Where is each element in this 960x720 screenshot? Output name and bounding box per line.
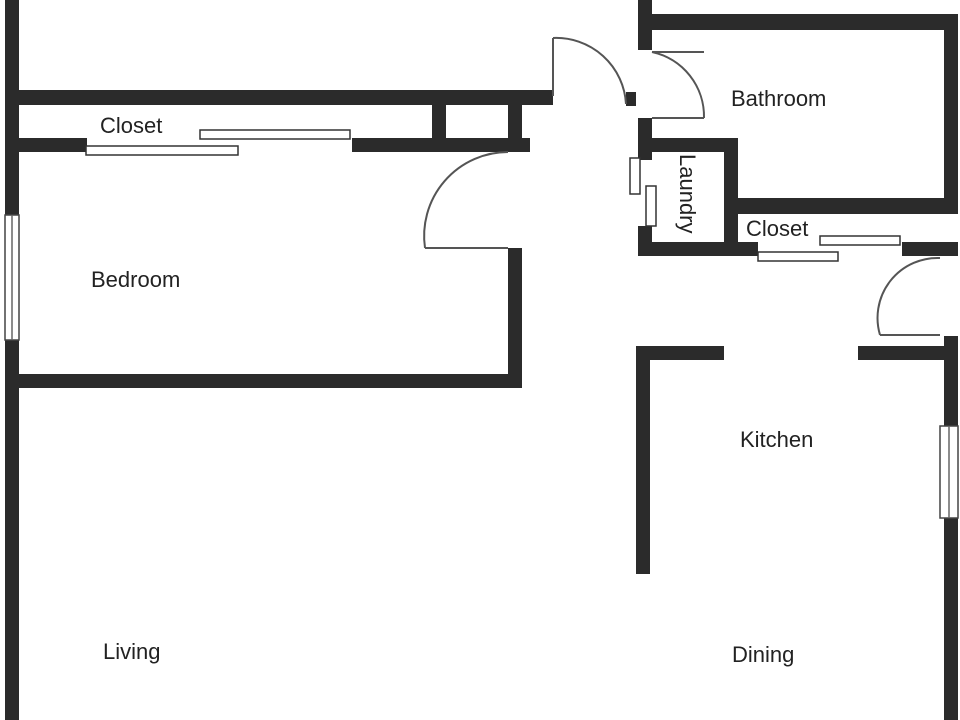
- wall-kitchen-top-left: [636, 346, 724, 360]
- door-laundry: [629, 157, 657, 227]
- window-bedroom: [4, 214, 20, 341]
- door-bedroom: [423, 151, 509, 249]
- wall-hall-closet-right: [902, 242, 958, 256]
- windows: [4, 214, 959, 519]
- wall-laundry-right: [724, 138, 738, 256]
- doors: [85, 36, 941, 336]
- label-dining: Dining: [732, 642, 794, 667]
- window-kitchen: [939, 425, 959, 519]
- wall-right-exterior-bottom: [944, 518, 958, 720]
- door-bedroom-closet: [85, 129, 351, 156]
- wall-laundry-left-top: [638, 138, 652, 160]
- room-labels: Closet Bathroom Laundry Closet Bedroom K…: [91, 86, 826, 667]
- label-bedroom: Bedroom: [91, 267, 180, 292]
- wall-right-exterior-mid: [944, 336, 958, 426]
- wall-bathroom-left-lower: [638, 118, 652, 140]
- label-closet-bedroom: Closet: [100, 113, 162, 138]
- wall-closet-top: [5, 90, 553, 105]
- wall-closet-bottom-left: [5, 138, 87, 152]
- wall-laundry-top: [638, 138, 738, 152]
- walls: [5, 0, 958, 720]
- wall-bathroom-bottom: [726, 198, 958, 214]
- label-kitchen: Kitchen: [740, 427, 813, 452]
- wall-bedroom-right: [508, 248, 522, 388]
- label-closet-hall: Closet: [746, 216, 808, 241]
- label-living: Living: [103, 639, 160, 664]
- door-entry: [552, 36, 627, 105]
- wall-kitchen-left: [636, 346, 650, 574]
- wall-bathroom-left-stub: [626, 92, 636, 106]
- door-kitchen-closet: [876, 256, 941, 336]
- wall-bathroom-top: [638, 14, 958, 30]
- wall-left-exterior-bottom: [5, 340, 19, 720]
- wall-laundry-bottom: [638, 242, 758, 256]
- label-laundry: Laundry: [675, 154, 700, 234]
- wall-bedroom-bottom: [5, 374, 522, 388]
- label-bathroom: Bathroom: [731, 86, 826, 111]
- wall-kitchen-top-right: [858, 346, 958, 360]
- wall-closet-partition-a: [432, 100, 446, 150]
- wall-bathroom-right: [944, 14, 958, 214]
- wall-left-exterior-top: [5, 0, 19, 215]
- door-bathroom: [651, 51, 706, 119]
- door-hall-closet: [757, 235, 901, 262]
- wall-closet-partition-b: [508, 100, 522, 150]
